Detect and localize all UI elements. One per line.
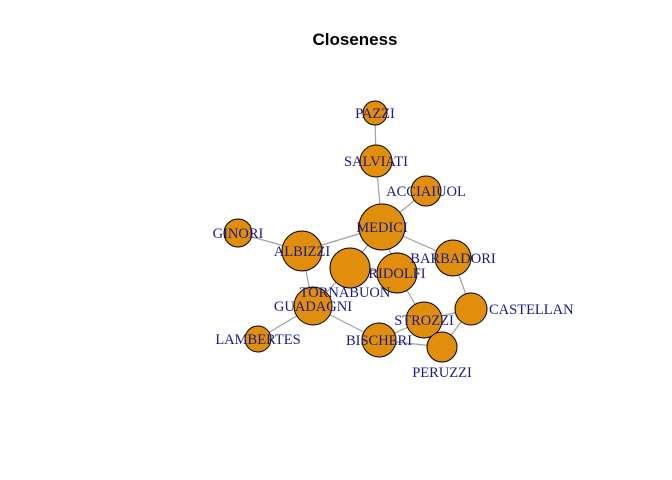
node-label-lambertes: LAMBERTES xyxy=(215,332,300,348)
node-label-ridolfi: RIDOLFI xyxy=(368,266,425,282)
node-pazzi xyxy=(362,100,388,126)
node-label-strozzi: STROZZI xyxy=(394,313,454,329)
node-ridolfi xyxy=(376,252,418,294)
node-strozzi xyxy=(405,301,443,339)
node-label-acciaiuol: ACCIAIUOL xyxy=(386,184,466,200)
node-peruzzi xyxy=(426,331,458,363)
node-label-medici: MEDICI xyxy=(356,220,408,236)
chart-title: Closeness xyxy=(312,30,398,49)
node-label-barbadori: BARBADORI xyxy=(410,251,496,267)
node-label-bischeri: BISCHERI xyxy=(346,333,412,349)
node-albizzi xyxy=(281,230,323,272)
node-bischeri xyxy=(361,322,397,358)
node-acciaiuol xyxy=(410,175,442,207)
node-barbadori xyxy=(434,239,472,277)
node-tornabuon xyxy=(329,247,371,289)
node-label-peruzzi: PERUZZI xyxy=(412,365,472,381)
node-label-salviati: SALVIATI xyxy=(344,154,408,170)
node-guadagni xyxy=(293,286,333,326)
node-lambertes xyxy=(244,325,272,353)
nodes-layer xyxy=(223,100,488,363)
labels-layer: PAZZI SALVIATI ACCIAIUOL MEDICI GINORI ALBIZZ… xyxy=(213,106,574,381)
node-medici xyxy=(358,203,406,251)
node-ginori xyxy=(223,218,253,248)
node-label-pazzi: PAZZI xyxy=(355,106,395,122)
node-label-tornabuon: TORNABUON xyxy=(300,285,391,301)
node-label-guadagni: GUADAGNI xyxy=(274,299,352,315)
node-label-albizzi: ALBIZZI xyxy=(274,244,331,260)
node-label-castellan: CASTELLAN xyxy=(489,302,574,318)
node-castellan xyxy=(454,292,488,326)
node-salviati xyxy=(359,144,393,178)
node-label-ginori: GINORI xyxy=(213,226,264,242)
